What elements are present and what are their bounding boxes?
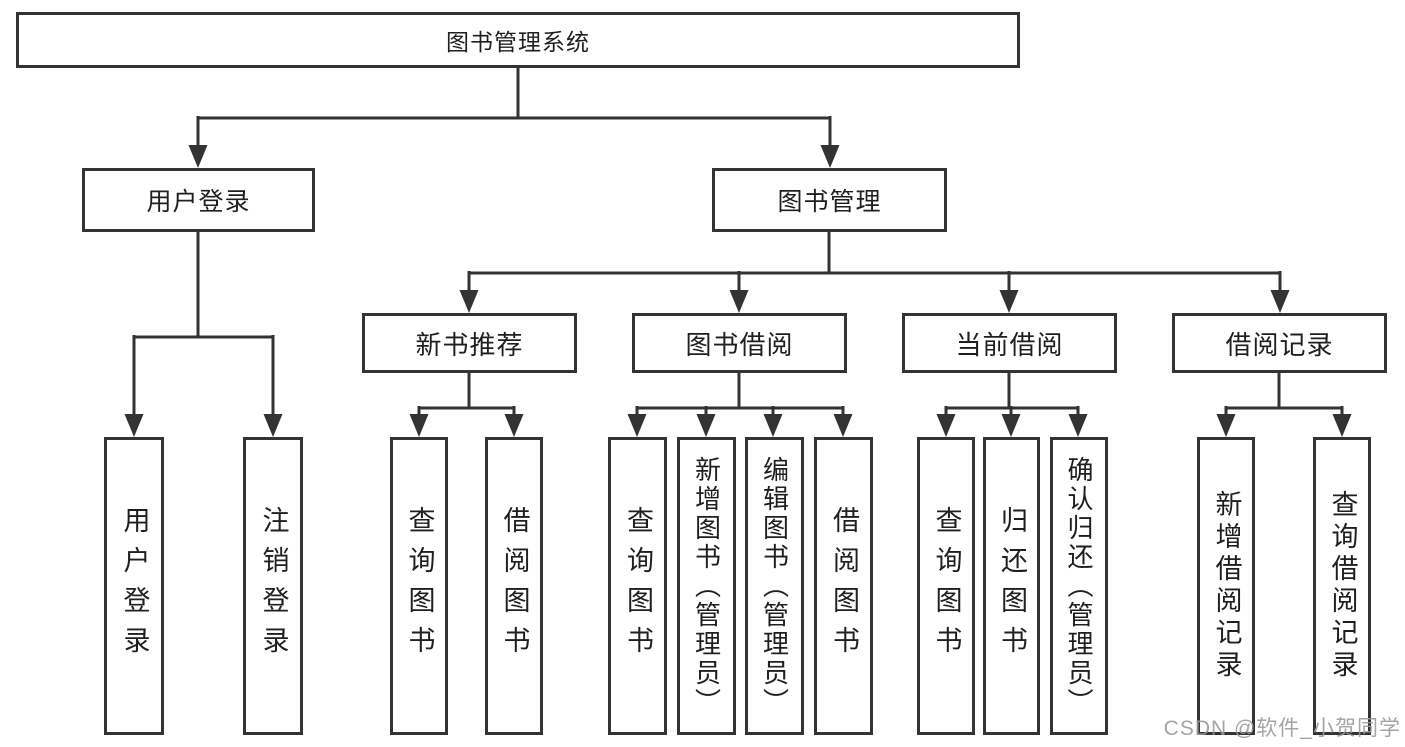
leaf-add-borrow-record: 新增借阅记录 [1197, 437, 1255, 735]
node-label: 图书管理系统 [446, 29, 590, 55]
node-label: 借阅记录 [1225, 329, 1334, 360]
leaf-label: 注销登录 [258, 506, 289, 666]
leaf-label: 借阅图书 [499, 506, 530, 666]
edge-new-book-recommendation-to-leaves [417, 373, 516, 418]
arrowhead [504, 414, 524, 437]
leaf-query-borrow-record: 查询借阅记录 [1313, 437, 1371, 735]
leaf-return-books: 归还图书 [983, 437, 1040, 735]
leaf-logout-login: 注销登录 [243, 437, 303, 735]
leaf-add-books-admin: 新增图书（管理员） [677, 437, 736, 735]
arrowhead [124, 414, 144, 437]
leaf-label: 借阅图书 [829, 506, 859, 666]
node-label: 用户登录 [146, 188, 251, 216]
arrowhead [1216, 414, 1236, 437]
edge-borrowing-records-to-leaves [1224, 373, 1344, 418]
leaf-label: 新增借阅记录 [1211, 490, 1242, 682]
edge-current-borrowing-to-leaves [944, 373, 1080, 418]
arrowhead [1332, 414, 1352, 437]
leaf-edit-books-admin: 编辑图书（管理员） [745, 437, 804, 735]
node-label: 新书推荐 [415, 329, 524, 360]
arrowhead [729, 290, 749, 313]
node-label: 当前借阅 [955, 329, 1064, 360]
arrowhead [833, 414, 853, 437]
arrowhead [263, 414, 283, 437]
leaf-user-login: 用户登录 [104, 437, 164, 735]
edge-book-management-to-level3 [467, 232, 1282, 293]
node-user-login: 用户登录 [82, 168, 315, 232]
leaf-label: 用户登录 [119, 506, 150, 666]
arrowhead [1068, 414, 1088, 437]
leaf-label: 查询图书 [623, 506, 653, 666]
arrowhead [999, 290, 1019, 313]
arrowhead [1001, 414, 1021, 437]
edge-user-login-to-leaves [132, 232, 275, 418]
leaf-query-books: 查询图书 [608, 437, 667, 735]
leaf-label: 归还图书 [997, 506, 1027, 666]
arrowhead [188, 145, 208, 168]
leaf-label: 新增图书（管理员） [691, 455, 722, 717]
leaf-query-books: 查询图书 [917, 437, 975, 735]
node-book-borrowing: 图书借阅 [632, 313, 847, 373]
arrowhead [409, 414, 429, 437]
node-borrowing-records: 借阅记录 [1172, 313, 1387, 373]
arrowhead [696, 414, 716, 437]
edge-book-borrowing-to-leaves [635, 373, 845, 418]
arrowhead [820, 145, 840, 168]
leaf-query-books: 查询图书 [390, 437, 448, 735]
leaf-label: 查询图书 [931, 506, 962, 666]
arrowhead [459, 290, 479, 313]
edge-root-to-level2 [196, 68, 832, 148]
leaf-label: 确认归还（管理员） [1064, 455, 1094, 717]
leaf-confirm-return-admin: 确认归还（管理员） [1050, 437, 1108, 735]
arrowhead [1270, 290, 1290, 313]
arrowhead [936, 414, 956, 437]
node-current-borrowing: 当前借阅 [902, 313, 1117, 373]
leaf-label: 查询图书 [404, 506, 435, 666]
leaf-label: 查询借阅记录 [1327, 490, 1358, 682]
node-label: 图书管理 [777, 188, 882, 216]
node-new-book-recommendation: 新书推荐 [362, 313, 577, 373]
csdn-watermark: CSDN @软件_小贺同学 [1163, 717, 1401, 740]
leaf-borrow-books: 借阅图书 [814, 437, 873, 735]
node-library-management-system: 图书管理系统 [16, 12, 1020, 68]
node-label: 图书借阅 [685, 329, 794, 360]
node-book-management: 图书管理 [712, 168, 947, 232]
leaf-borrow-books: 借阅图书 [485, 437, 543, 735]
leaf-label: 编辑图书（管理员） [759, 455, 790, 717]
arrowhead [763, 414, 783, 437]
arrowhead [627, 414, 647, 437]
